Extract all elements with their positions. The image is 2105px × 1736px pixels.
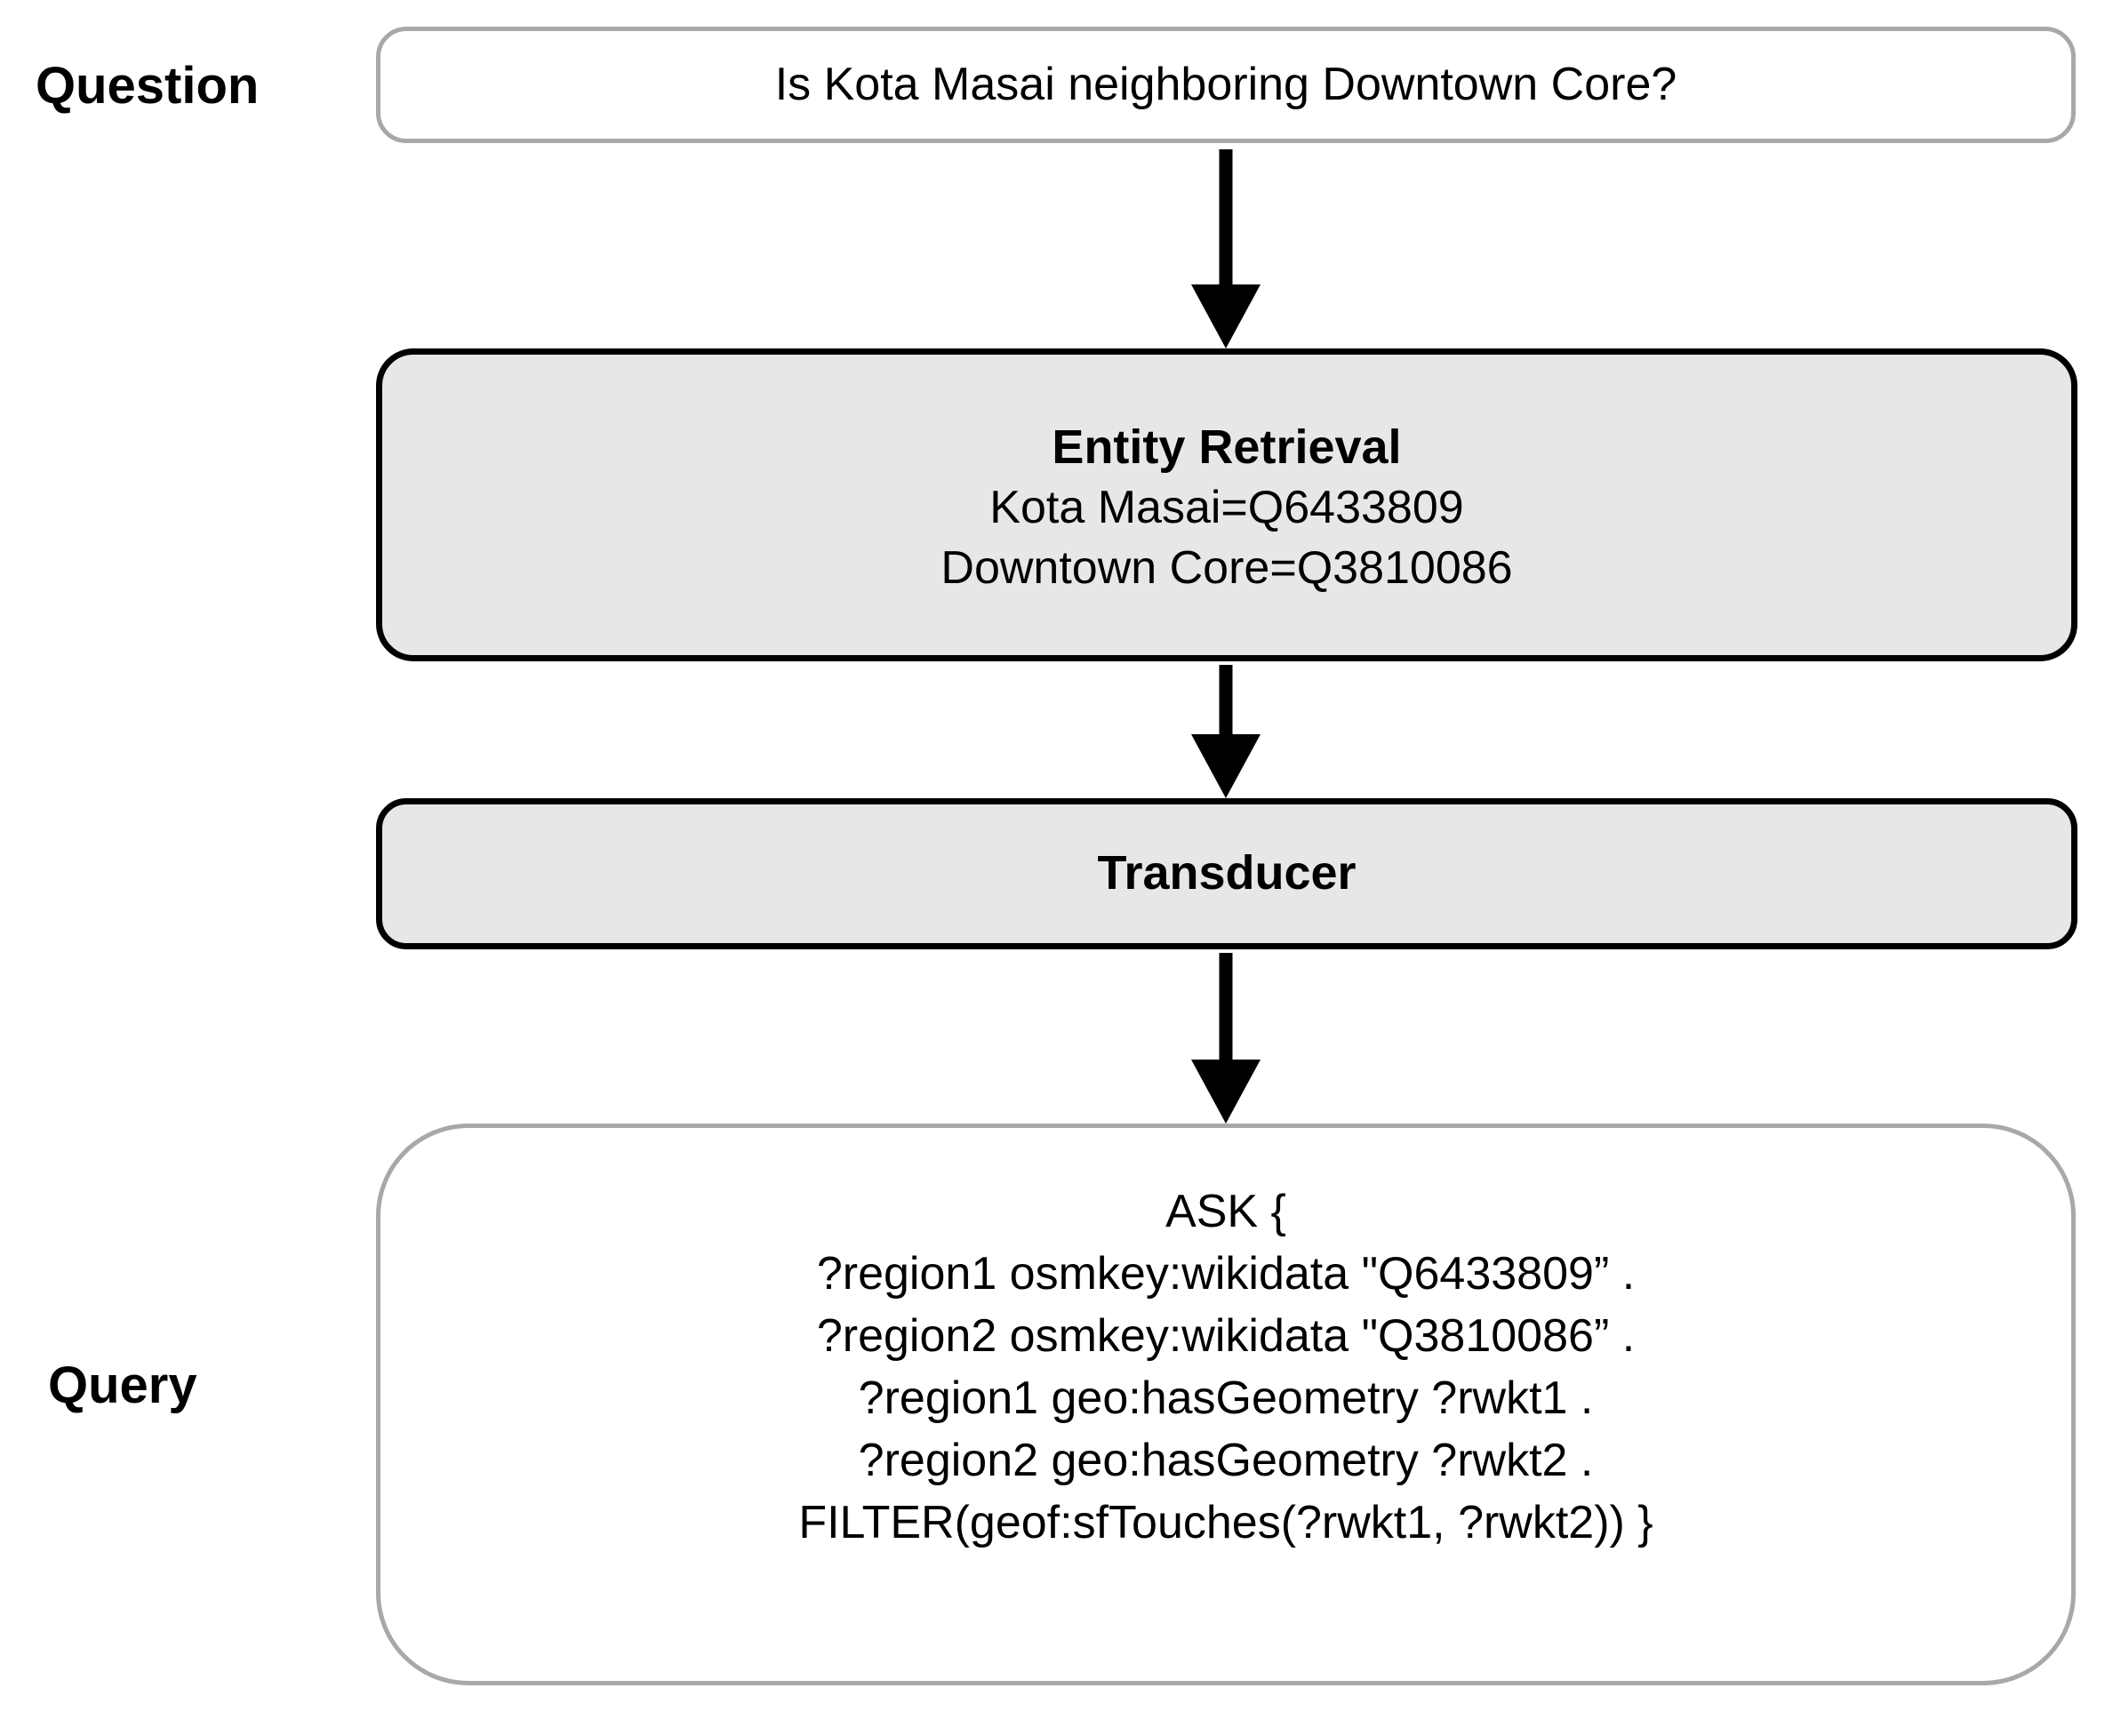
transducer-title: Transducer: [1097, 846, 1357, 900]
query-line-1: ASK {: [1165, 1186, 1286, 1237]
query-line-5: ?region2 geo:hasGeometry ?rwkt2 .: [858, 1434, 1594, 1486]
node-entity-retrieval: Entity Retrieval Kota Masai=Q6433809 Dow…: [376, 348, 2077, 661]
query-line-3: ?region2 osmkey:wikidata "Q3810086” .: [816, 1309, 1636, 1362]
entity-retrieval-line-1: Kota Masai=Q6433809: [989, 481, 1464, 533]
query-line-2: ?region1 osmkey:wikidata "Q6433809” .: [816, 1247, 1636, 1300]
row-label-question: Question: [36, 57, 260, 115]
question-text: Is Kota Masai neighboring Downtown Core?: [774, 59, 1677, 111]
node-transducer: Transducer: [376, 798, 2077, 949]
entity-retrieval-title: Entity Retrieval: [1052, 420, 1402, 474]
node-query: ASK { ?region1 osmkey:wikidata "Q6433809…: [376, 1124, 2076, 1685]
row-label-query: Query: [48, 1356, 197, 1414]
query-line-6: FILTER(geof:sfTouches(?rwkt1, ?rwkt2)) }: [798, 1496, 1653, 1548]
entity-retrieval-line-2: Downtown Core=Q3810086: [940, 541, 1513, 594]
query-line-4: ?region1 geo:hasGeometry ?rwkt1 .: [858, 1372, 1594, 1424]
node-question: Is Kota Masai neighboring Downtown Core?: [376, 27, 2076, 143]
